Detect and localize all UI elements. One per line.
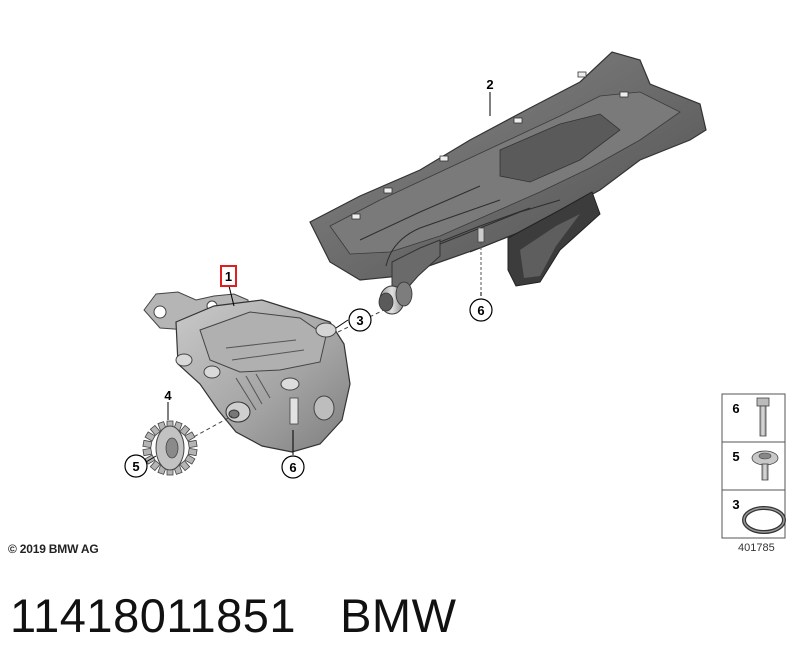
o-ring-icon xyxy=(742,506,786,534)
bolt-icon xyxy=(756,397,770,437)
callout-6-pan[interactable]: 6 xyxy=(469,298,493,322)
part-number: 11418011851 xyxy=(10,589,297,642)
alignment-line xyxy=(187,415,233,441)
leader-lines xyxy=(145,92,491,463)
pipe-alignment-line xyxy=(337,309,385,333)
legend-label: 3 xyxy=(732,497,739,512)
callout-6-pump[interactable]: 6 xyxy=(281,455,305,479)
small-parts-legend: 6 5 3 xyxy=(721,393,786,539)
copyright-notice: © 2019 BMW AG xyxy=(8,542,99,556)
diagram-reference-number: 401785 xyxy=(738,542,775,554)
sprocket xyxy=(142,420,198,476)
screw-icon xyxy=(751,450,779,481)
callout-label: 4 xyxy=(164,388,172,403)
legend-item-o-ring[interactable]: 3 xyxy=(732,497,786,534)
oil-pan-baffle xyxy=(309,51,707,315)
part-caption: 11418011851 BMW xyxy=(10,588,456,643)
exploded-parts-diagram: 1 2 3 4 5 6 6 xyxy=(124,51,786,539)
legend-item-screw[interactable]: 5 xyxy=(732,449,779,481)
callout-label: 6 xyxy=(477,303,484,318)
callout-1[interactable]: 1 xyxy=(220,265,237,287)
pipe-fitting xyxy=(378,281,413,315)
callout-2[interactable]: 2 xyxy=(486,77,493,92)
callout-highlight-box xyxy=(220,265,237,287)
callout-label: 5 xyxy=(132,459,139,474)
legend-label: 6 xyxy=(732,401,739,416)
callout-label: 3 xyxy=(356,313,363,328)
callout-3[interactable]: 3 xyxy=(348,308,372,332)
oil-pump xyxy=(143,291,351,453)
legend-label: 5 xyxy=(732,449,739,464)
callout-label: 2 xyxy=(486,77,493,92)
callout-4[interactable]: 4 xyxy=(164,388,172,403)
callout-label: 6 xyxy=(289,460,296,475)
callout-5[interactable]: 5 xyxy=(124,454,148,478)
legend-item-bolt[interactable]: 6 xyxy=(732,397,770,437)
brand-name: BMW xyxy=(340,589,457,642)
callout-label: 1 xyxy=(225,269,232,284)
